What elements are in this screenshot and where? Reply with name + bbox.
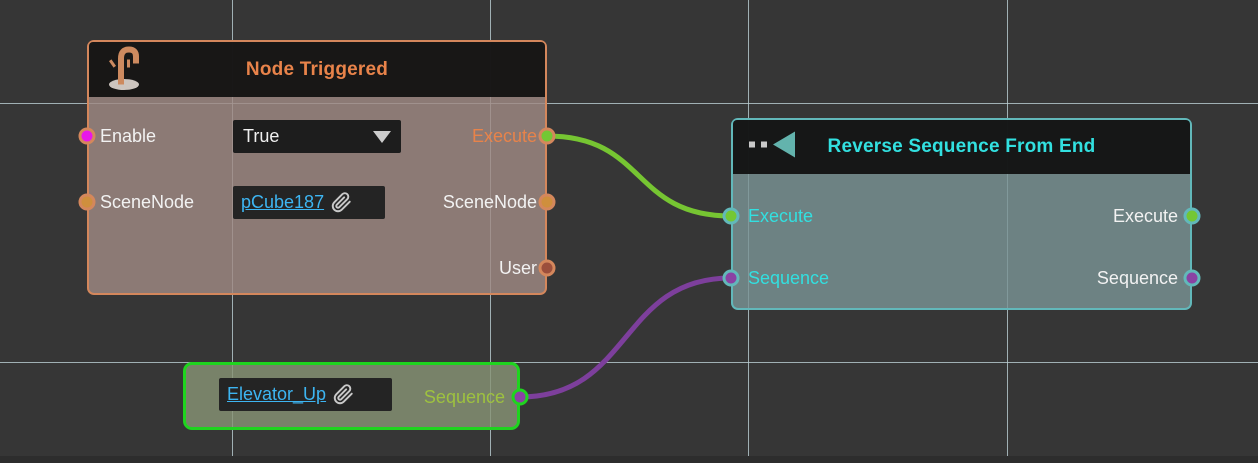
reverse-sequence-header[interactable]: Reverse Sequence From End [733, 120, 1190, 174]
port-scenenode-output[interactable] [538, 193, 556, 211]
grid-line-horizontal [0, 362, 1258, 363]
port-sequence-input[interactable] [722, 269, 740, 287]
grid-line-horizontal [0, 103, 1258, 104]
execute-wire[interactable] [544, 133, 734, 219]
port-elevator-sequence-output[interactable] [511, 388, 529, 406]
enable-dropdown[interactable]: True [233, 120, 401, 153]
scenenode-link[interactable]: pCube187 [241, 192, 325, 212]
port-execute-output[interactable] [538, 127, 556, 145]
canvas-bottom-edge [0, 456, 1258, 463]
node-reverse-sequence-from-end[interactable]: Reverse Sequence From End Execute Execut… [731, 118, 1192, 310]
scenenode-link-box: pCube187 [233, 186, 385, 219]
node-title: Reverse Sequence From End [827, 136, 1096, 157]
enable-dropdown-value: True [243, 126, 280, 146]
port-enable-input[interactable] [78, 127, 96, 145]
port-user-output[interactable] [538, 259, 556, 277]
port-execute-input[interactable] [722, 207, 740, 225]
output-label-user: User [498, 258, 537, 278]
node-title: Node Triggered [245, 58, 389, 80]
sequence-wire[interactable] [517, 275, 734, 400]
input-label-execute: Execute [748, 206, 814, 226]
paperclip-icon[interactable] [333, 384, 354, 405]
elevator-link-box: Elevator_Up [219, 378, 392, 411]
port-sequence-output[interactable] [1183, 269, 1201, 287]
input-label-scenenode: SceneNode [100, 192, 195, 212]
elevator-up-link[interactable]: Elevator_Up [227, 384, 327, 404]
output-label-sequence: Sequence [423, 387, 505, 407]
node-triggered-header[interactable]: Node Triggered [89, 42, 545, 97]
paperclip-icon[interactable] [331, 192, 352, 213]
lever-trigger-icon [105, 44, 143, 95]
output-label-scenenode: SceneNode [442, 192, 537, 212]
node-elevator-up[interactable]: Elevator_Up Sequence [183, 362, 520, 430]
chevron-down-icon [373, 130, 391, 143]
output-label-sequence: Sequence [1096, 268, 1178, 288]
port-scenenode-input[interactable] [78, 193, 96, 211]
node-node-triggered[interactable]: Node Triggered Enable True Execute Scene… [87, 40, 547, 295]
port-execute-output[interactable] [1183, 207, 1201, 225]
output-label-execute: Execute [471, 126, 537, 146]
input-label-enable: Enable [100, 126, 157, 146]
output-label-execute: Execute [1112, 206, 1178, 226]
input-label-sequence: Sequence [748, 268, 830, 288]
reverse-sequence-icon [746, 130, 800, 165]
